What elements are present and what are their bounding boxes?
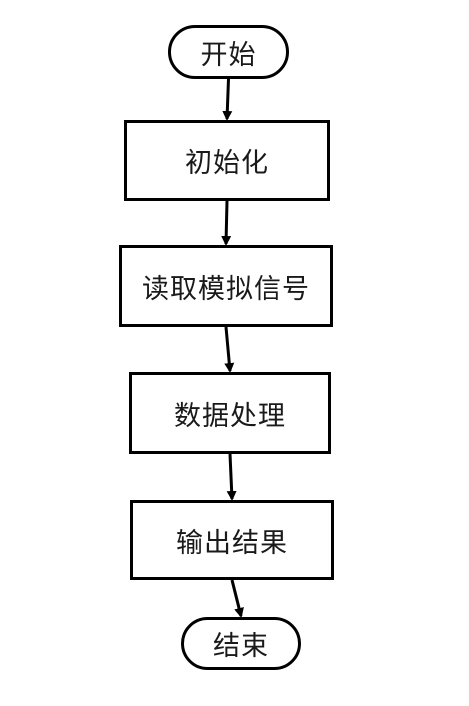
output-result-label: 输出结果 (176, 527, 288, 559)
arrow-process-to-output (226, 453, 237, 501)
start-terminal: 开始 (168, 25, 289, 79)
end-terminal: 结束 (181, 617, 301, 670)
initialize-label: 初始化 (185, 148, 269, 179)
end-label: 结束 (213, 631, 269, 662)
arrow-output-to-end (230, 579, 244, 618)
initialize-step: 初始化 (124, 120, 330, 201)
output-result-step: 输出结果 (130, 500, 334, 580)
read-analog-signal-label: 读取模拟信号 (142, 273, 310, 305)
read-analog-signal-step: 读取模拟信号 (119, 245, 333, 327)
start-label: 开始 (200, 39, 257, 71)
arrow-start-to-init (222, 78, 233, 121)
arrow-read-to-process (224, 326, 235, 373)
data-processing-label: 数据处理 (174, 400, 286, 432)
data-processing-step: 数据处理 (129, 372, 331, 454)
arrow-init-to-read (221, 200, 232, 246)
